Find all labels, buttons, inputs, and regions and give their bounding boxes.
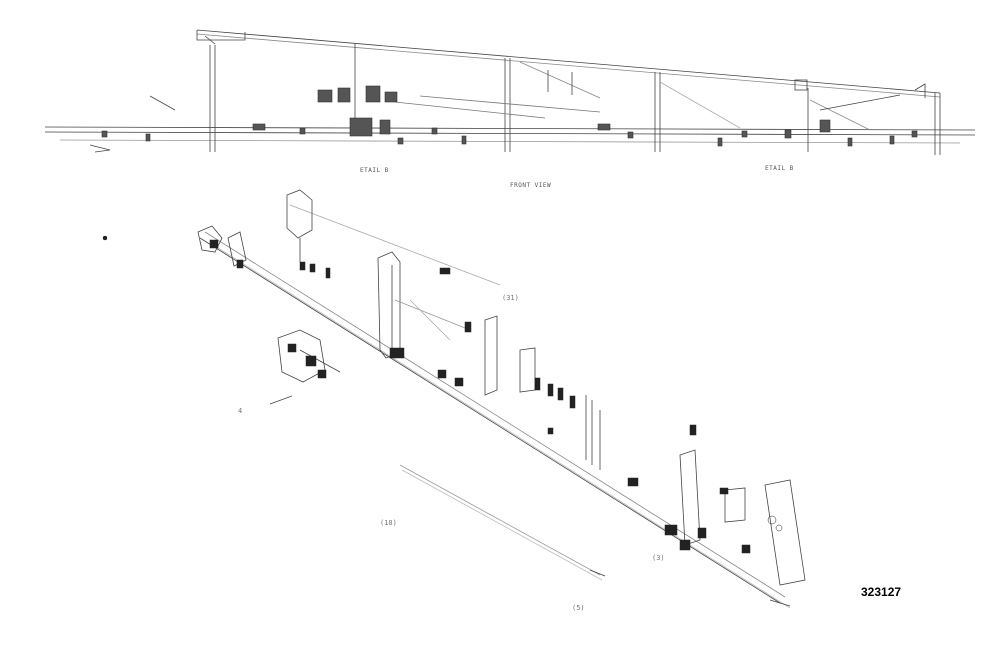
section-ref-left: ETAIL B (360, 167, 389, 174)
callout-label-3: (3) (652, 554, 665, 562)
callout-label-4: 4 (238, 407, 242, 415)
callout-label-5: (31) (502, 294, 519, 302)
front-view-label: FRONT VIEW (510, 182, 551, 189)
exploded-fittings (102, 235, 783, 554)
exploded-view (197, 189, 806, 609)
callout-label-1: (18) (380, 519, 397, 527)
callout-label-2: (5) (572, 604, 585, 612)
section-ref-right: ETAIL B (765, 165, 794, 172)
part-number-label: 323127 (861, 585, 902, 599)
front-view-fittings (101, 85, 918, 147)
front-view (44, 29, 976, 155)
